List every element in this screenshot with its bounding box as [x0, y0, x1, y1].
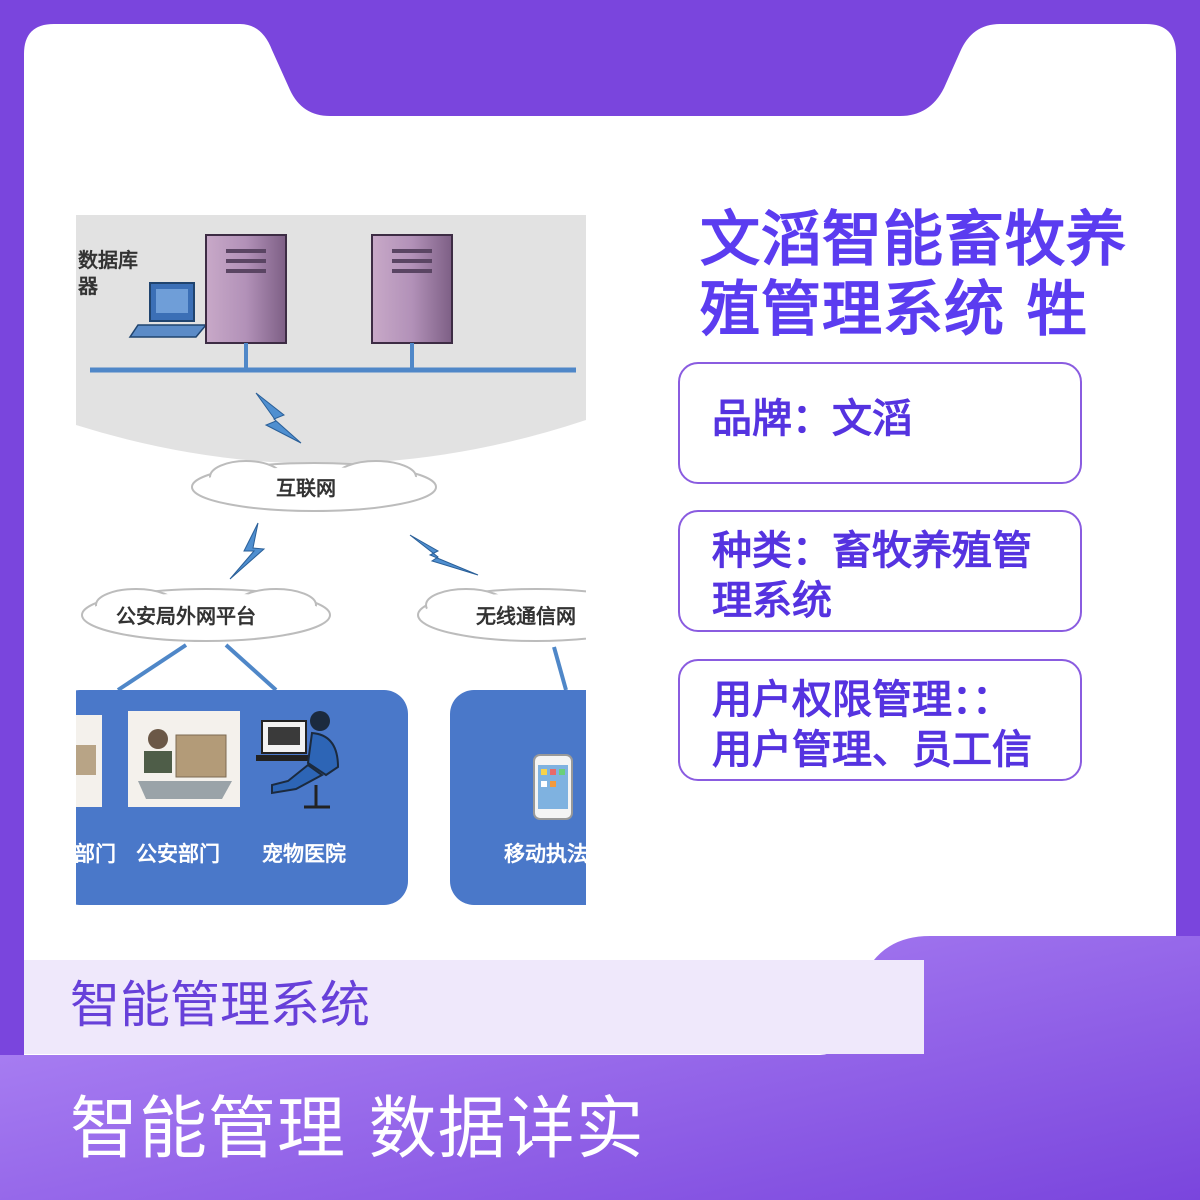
- permission-box: 用户权限管理：： 用户管理、员工信: [678, 659, 1082, 781]
- db-label-line2: 器: [77, 274, 99, 298]
- server-zone: [76, 215, 586, 464]
- product-title: 文滔智能畜牧养 殖管理系统 牲: [700, 205, 1140, 345]
- network-diagram: 数据库 器: [76, 215, 586, 910]
- computer-icon: [128, 282, 208, 338]
- category-line1: 种类：畜牧养殖管: [712, 528, 1032, 574]
- server-icon: [371, 234, 453, 344]
- smartphone-icon: [533, 754, 573, 820]
- brand-text: 品牌：文滔: [712, 396, 912, 442]
- mobile-panel: [450, 690, 586, 905]
- pet-hospital-label: 宠物医院: [262, 842, 346, 866]
- lightning-icon: [229, 522, 266, 580]
- dept-partial-label: 部门: [76, 842, 116, 866]
- police-dept-label: 公安部门: [136, 842, 220, 866]
- band-text: 智能管理系统: [70, 976, 370, 1034]
- operator-icon: [256, 711, 340, 809]
- police-net-label: 公安局外网平台: [116, 604, 256, 628]
- server-icon: [205, 234, 287, 344]
- permission-line2: 用户管理、员工信: [712, 727, 1032, 773]
- cloud-icon: [191, 460, 437, 512]
- brand-box: 品牌：文滔: [678, 362, 1082, 484]
- footer-slogan: 智能管理 数据详实: [70, 1090, 645, 1169]
- db-label-line1: 数据库: [78, 248, 138, 272]
- cloud-icon: [81, 588, 331, 642]
- subtitle-band: [24, 960, 924, 1054]
- mobile-enforcement-label: 移动执法: [504, 842, 586, 866]
- permission-line1: 用户权限管理：：: [712, 677, 1012, 723]
- lightning-icon: [255, 392, 302, 444]
- category-line2: 理系统: [712, 578, 832, 624]
- title-line1: 文滔智能畜牧养: [700, 205, 1127, 275]
- wireless-net-label: 无线通信网: [476, 604, 576, 628]
- title-line2: 殖管理系统 牲: [700, 275, 1088, 345]
- category-box: 种类：畜牧养殖管 理系统: [678, 510, 1082, 632]
- cloud-icon: [417, 588, 586, 642]
- lightning-icon: [409, 534, 479, 576]
- department-panel: [76, 690, 408, 905]
- internet-label: 互联网: [276, 476, 336, 500]
